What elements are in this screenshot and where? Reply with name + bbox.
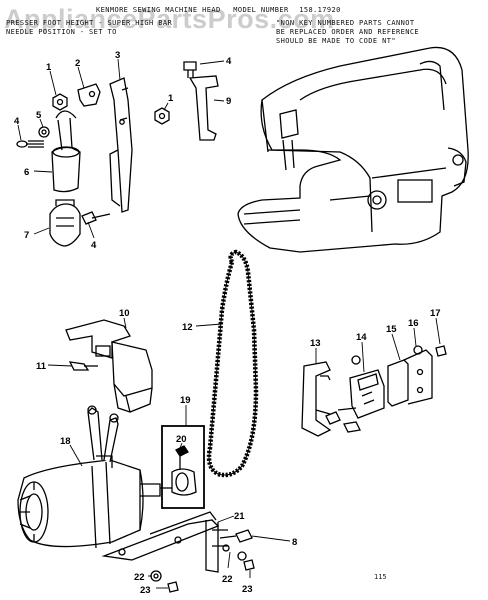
header-model-label: MODEL NUMBER — [233, 6, 289, 14]
callout-12: 12 — [182, 322, 193, 333]
drive-belt — [206, 249, 259, 478]
lamp-bracket-assembly — [16, 61, 219, 247]
motor-pulley-group — [160, 425, 205, 509]
motor — [17, 405, 161, 549]
note-needle-position: NEEDLE POSITION - SET TO — [6, 28, 117, 36]
callout-8: 8 — [292, 537, 297, 548]
callout-22-right: 22 — [222, 574, 233, 585]
callout-numbers: 1 2 3 4 9 1 5 4 6 7 4 10 11 12 13 14 15 … — [14, 50, 441, 596]
callout-10: 10 — [119, 308, 130, 319]
note-nonkey-3: SHOULD BE MADE TO CODE NT" — [276, 37, 396, 45]
motor-mount-bracket — [101, 511, 255, 593]
note-nonkey-2: BE REPLACED ORDER AND REFERENCE — [276, 28, 420, 36]
callout-6: 6 — [24, 167, 29, 178]
note-nonkey-1: "NON KEY NUMBERED PARTS CANNOT — [276, 19, 415, 27]
leader-lines — [17, 58, 441, 589]
callout-5: 5 — [36, 110, 42, 121]
switch-bracket-assembly — [301, 345, 447, 437]
callout-13: 13 — [310, 338, 321, 349]
callout-4: 4 — [226, 56, 232, 67]
callout-2: 2 — [75, 58, 80, 69]
note-presser-foot: PRESSER FOOT HEIGHT - SUPER HIGH BAR — [6, 19, 173, 27]
callout-23-left: 23 — [140, 585, 151, 596]
callout-22-left: 22 — [134, 572, 145, 583]
callout-20: 20 — [176, 434, 187, 445]
callout-9: 9 — [226, 96, 231, 107]
header-model-number: 158.17920 — [299, 6, 341, 14]
callout-16: 16 — [408, 318, 419, 329]
callout-1-right: 1 — [168, 93, 174, 104]
callout-15: 15 — [386, 324, 397, 335]
callout-18: 18 — [60, 436, 71, 447]
callout-7: 7 — [24, 230, 29, 241]
callout-4-lower: 4 — [91, 240, 97, 251]
callout-14: 14 — [356, 332, 367, 343]
callout-17: 17 — [430, 308, 441, 319]
motor-control-bracket — [65, 319, 153, 413]
watermark: AppliancePartsPros.com — [4, 4, 335, 34]
callout-11: 11 — [36, 361, 47, 372]
header-title-text: KENMORE SEWING MACHINE HEAD — [96, 6, 221, 14]
callout-19: 19 — [180, 395, 191, 406]
callout-1: 1 — [46, 62, 52, 73]
callout-4-left: 4 — [14, 116, 20, 127]
callout-3: 3 — [115, 50, 120, 61]
callout-21: 21 — [234, 511, 245, 522]
machine-head — [237, 46, 469, 253]
callout-23-right: 23 — [242, 584, 253, 595]
header-title: KENMORE SEWING MACHINE HEAD MODEL NUMBER… — [96, 6, 341, 14]
page-code: 115 — [374, 573, 387, 581]
